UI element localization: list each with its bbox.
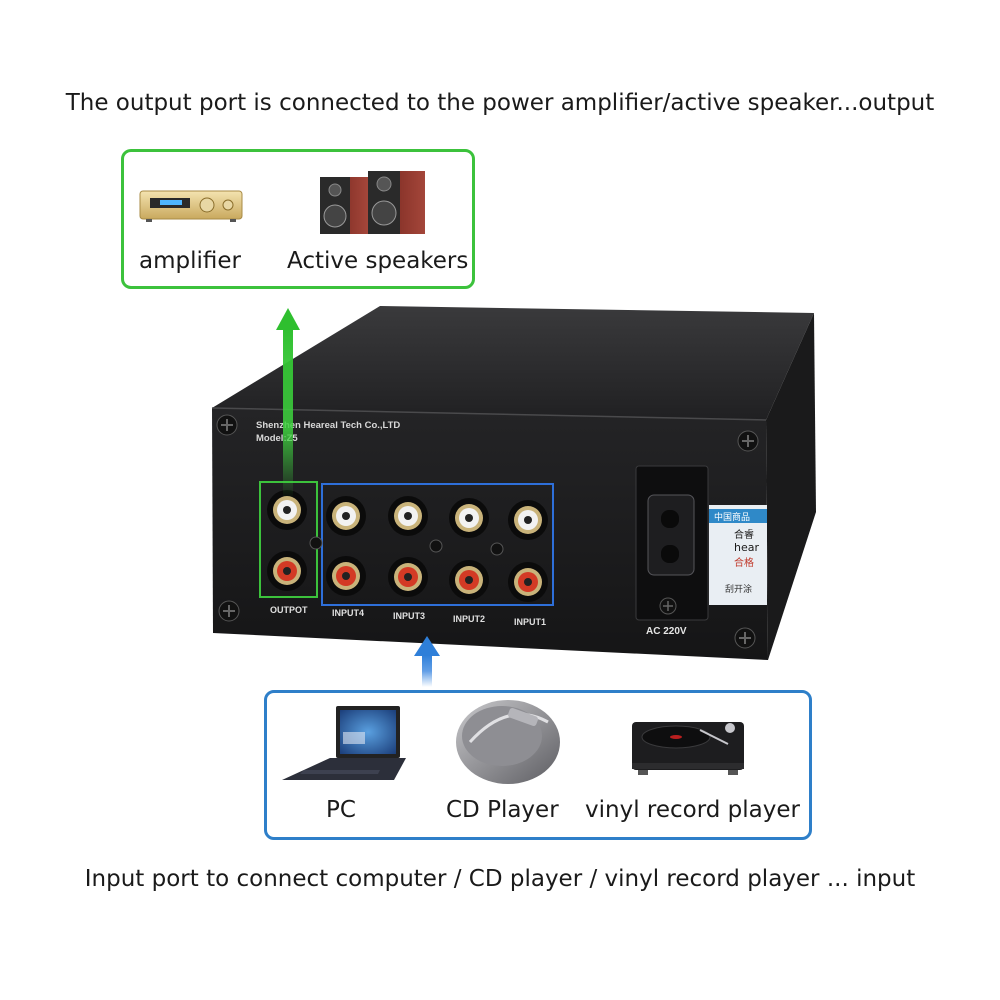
svg-text:刮开涂: 刮开涂 — [725, 583, 752, 595]
output-port-label: OUTPOT — [270, 605, 308, 615]
svg-text:hear: hear — [734, 541, 759, 554]
audio-switcher-chassis — [211, 306, 816, 660]
output-rca-white — [267, 490, 307, 530]
pc-label: PC — [326, 797, 356, 823]
power-label: AC 220V — [646, 626, 687, 637]
input2-rca-white — [449, 498, 489, 538]
active-speakers-label: Active speakers — [287, 248, 469, 274]
svg-text:合格: 合格 — [734, 556, 754, 569]
warranty-sticker: 中国商品 合睿 hear 合格 刮开涂 — [709, 505, 767, 605]
input2-port-label: INPUT2 — [453, 614, 485, 624]
cd-player-label: CD Player — [446, 797, 559, 823]
input3-rca-white — [388, 496, 428, 536]
input2-rca-red — [449, 560, 489, 600]
model-text: Model:Z5 — [256, 433, 298, 444]
input4-port-label: INPUT4 — [332, 608, 364, 618]
input-caption: Input port to connect computer / CD play… — [84, 866, 916, 892]
laptop-icon — [282, 706, 406, 780]
jack-screw — [309, 536, 323, 550]
svg-text:合睿: 合睿 — [734, 528, 754, 541]
input3-rca-red — [388, 557, 428, 597]
input3-port-label: INPUT3 — [393, 611, 425, 621]
jack-screw — [429, 539, 443, 553]
cd-player-icon — [456, 700, 560, 784]
input4-rca-red — [326, 556, 366, 596]
jack-screw — [490, 542, 504, 556]
input1-rca-white — [508, 500, 548, 540]
output-rca-red — [267, 551, 307, 591]
input4-rca-white — [326, 496, 366, 536]
svg-text:中国商品: 中国商品 — [714, 511, 750, 523]
output-arrow — [276, 308, 300, 498]
input1-rca-red — [508, 562, 548, 602]
screw-bottom-left — [218, 600, 240, 622]
turntable-icon — [632, 722, 744, 775]
screw-bottom-right — [734, 627, 756, 649]
speakers-icon — [320, 171, 425, 234]
maker-text: Shenzhen Heareal Tech Co.,LTD — [256, 420, 400, 431]
amplifier-label: amplifier — [139, 248, 241, 274]
screw-top-left — [216, 414, 238, 436]
screw-top-right — [737, 430, 759, 452]
vinyl-record-player-label: vinyl record player — [585, 797, 800, 823]
input1-port-label: INPUT1 — [514, 617, 546, 627]
input-arrow — [414, 636, 440, 687]
output-caption: The output port is connected to the powe… — [65, 90, 935, 116]
amplifier-icon — [139, 190, 243, 222]
power-socket — [635, 465, 709, 621]
